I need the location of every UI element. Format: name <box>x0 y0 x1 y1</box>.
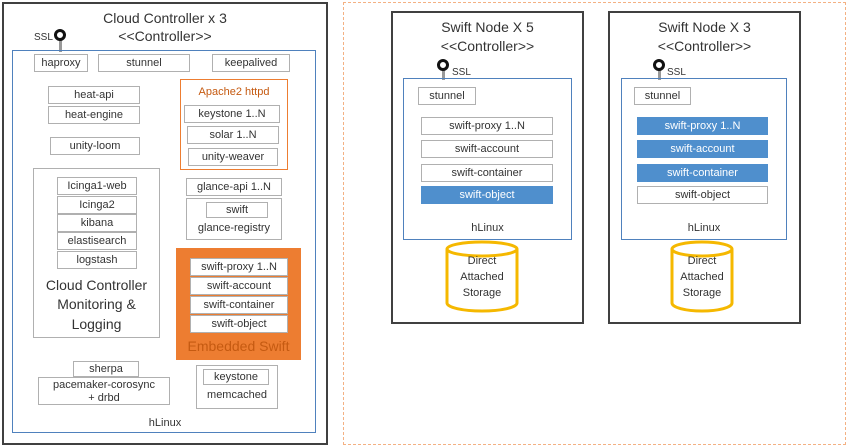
monitoring-label-line1: Cloud Controller <box>45 277 148 293</box>
embedded-swift-label: Embedded Swift <box>187 338 290 354</box>
monitoring-label-line3: Logging <box>71 316 122 332</box>
swift-node-5-ssl-connector <box>442 70 445 80</box>
glance-api-box: glance-api 1..N <box>186 178 282 196</box>
monitoring-label-line2: Monitoring & <box>57 296 136 312</box>
unity-weaver-box: unity-weaver <box>188 148 278 166</box>
swift-node-3-stunnel-box: stunnel <box>634 87 691 105</box>
apache-httpd-group <box>180 79 288 170</box>
embedded-swift-proxy-box: swift-proxy 1..N <box>190 258 288 276</box>
swift-node-5-proxy-box: swift-proxy 1..N <box>421 117 553 135</box>
ssl-port-icon <box>54 29 66 41</box>
swift-node-5-ssl-icon <box>437 59 449 71</box>
haproxy-box: haproxy <box>34 54 88 72</box>
logstash-box: logstash <box>57 251 137 269</box>
apache-httpd-title: Apache2 httpd <box>198 86 270 98</box>
swift-node-5-title: Swift Node X 5 <box>441 19 534 35</box>
swift-node-3-title: Swift Node X 3 <box>658 19 751 35</box>
swift-node-3-ssl-label: SSL <box>667 67 686 78</box>
swift-region <box>343 2 846 445</box>
swift-node-3-account-box: swift-account <box>637 140 768 158</box>
swift-node-5-host <box>403 78 572 240</box>
unity-loom-box: unity-loom <box>50 137 140 155</box>
keystone-memcached-group <box>196 365 278 409</box>
swift-node-5-container-box: swift-container <box>421 164 553 182</box>
swift-node-3-storage-line1: Direct <box>687 255 717 267</box>
swift-node-5-stunnel-box: stunnel <box>418 87 476 105</box>
swift-node-3-ssl-connector <box>658 70 661 80</box>
swift-node-5-account-box: swift-account <box>421 140 553 158</box>
cloud-controller-subtitle: <<Controller>> <box>118 28 212 44</box>
kibana-box: kibana <box>57 214 137 232</box>
keystone-box: keystone 1..N <box>184 105 280 123</box>
pacemaker-label-line2: + drbd <box>88 392 120 404</box>
solar-box: solar 1..N <box>187 126 279 144</box>
sherpa-box: sherpa <box>73 361 139 377</box>
swift-node-5 <box>391 11 584 324</box>
cloud-controller-title: Cloud Controller x 3 <box>103 10 227 26</box>
swift-node-5-storage-line2: Attached <box>460 271 504 283</box>
swift-node-3-storage-icon <box>670 240 734 313</box>
cloud-controller-node <box>2 2 328 445</box>
stunnel-box: stunnel <box>98 54 190 72</box>
memcached-label: memcached <box>207 389 267 401</box>
ssl-label: SSL <box>34 32 53 43</box>
swift-node-3-os: hLinux <box>687 222 721 234</box>
swift-node-5-object-box: swift-object <box>421 186 553 204</box>
ssl-connector <box>59 40 62 52</box>
swift-node-3-subtitle: <<Controller>> <box>657 38 752 54</box>
keepalived-box: keepalived <box>212 54 290 72</box>
glance-swift-box: swift <box>206 202 268 218</box>
swift-node-5-ssl-label: SSL <box>452 67 471 78</box>
pacemaker-label-line1: pacemaker-corosync <box>52 379 156 391</box>
icinga2-box: Icinga2 <box>57 196 137 214</box>
embedded-swift-object-box: swift-object <box>190 315 288 333</box>
cloud-controller-host <box>12 50 316 433</box>
pacemaker-corosync-box <box>38 377 170 405</box>
icinga1-web-box: Icinga1-web <box>57 177 137 195</box>
keystone-mini-box: keystone <box>203 369 269 385</box>
embedded-swift-container-box: swift-container <box>190 296 288 314</box>
swift-node-3-host <box>621 78 787 240</box>
swift-node-5-storage-line3: Storage <box>462 287 502 299</box>
swift-node-5-storage-icon <box>445 240 519 313</box>
swift-node-3 <box>608 11 801 324</box>
embedded-swift-account-box: swift-account <box>190 277 288 295</box>
elastisearch-box: elastisearch <box>57 232 137 250</box>
glance-registry-group <box>186 198 282 240</box>
swift-node-3-ssl-icon <box>653 59 665 71</box>
swift-node-3-proxy-box: swift-proxy 1..N <box>637 117 768 135</box>
monitoring-logging-group <box>33 168 160 338</box>
heat-api-box: heat-api <box>48 86 140 104</box>
swift-node-3-storage-line3: Storage <box>682 287 722 299</box>
swift-node-3-object-box: swift-object <box>637 186 768 204</box>
swift-node-3-storage-line2: Attached <box>680 271 724 283</box>
swift-node-5-storage-line1: Direct <box>467 255 497 267</box>
swift-node-3-container-box: swift-container <box>637 164 768 182</box>
cloud-controller-os: hLinux <box>148 417 182 429</box>
glance-registry-label: glance-registry <box>197 222 271 234</box>
swift-node-5-subtitle: <<Controller>> <box>440 38 535 54</box>
heat-engine-box: heat-engine <box>48 106 140 124</box>
swift-node-5-os: hLinux <box>471 222 504 234</box>
